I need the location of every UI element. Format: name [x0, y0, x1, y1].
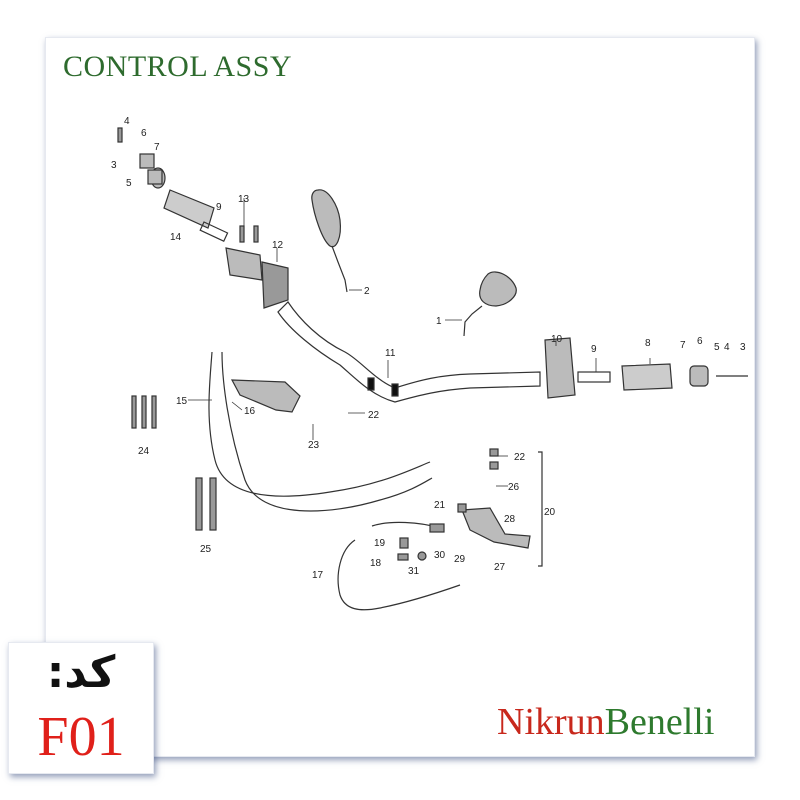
part-label-22b: 22 — [514, 452, 526, 463]
connector-22b — [489, 461, 499, 470]
left-switch-housing — [225, 247, 263, 281]
cable-15 — [208, 351, 431, 497]
clamp-24 — [131, 395, 137, 429]
part-label-7: 7 — [154, 142, 160, 153]
part-label-1: 1 — [436, 316, 442, 327]
handlebar-band-2 — [391, 383, 399, 397]
cable-16 — [221, 351, 433, 512]
left-grip — [163, 189, 215, 229]
brand-name-benelli: Benelli — [604, 701, 715, 743]
part-label-6b: 6 — [697, 336, 703, 347]
part-label-4: 4 — [124, 116, 130, 127]
part-label-27: 27 — [494, 562, 506, 573]
group-bracket-20 — [538, 451, 543, 567]
part-label-8: 8 — [645, 338, 651, 349]
bolt-13b — [253, 225, 259, 243]
part-18 — [397, 553, 409, 561]
part-label-2: 2 — [364, 286, 370, 297]
leader-lines — [188, 198, 651, 487]
left-mirror — [311, 189, 341, 248]
part-label-28: 28 — [504, 514, 516, 525]
brand-logo: NikrunBenelli — [497, 700, 714, 744]
left-mirror-stem — [331, 245, 348, 293]
part-label-5: 5 — [126, 178, 132, 189]
bolt-4 — [117, 127, 123, 143]
diagram-frame — [45, 37, 755, 757]
part-number-labels: 1 2 3 4 5 6 7 3 4 5 6 7 8 9 9 10 11 12 1… — [111, 116, 746, 581]
code-value: F01 — [37, 706, 125, 768]
part-label-26: 26 — [508, 482, 520, 493]
part-label-22: 22 — [368, 410, 380, 421]
part-label-23: 23 — [308, 440, 320, 451]
part-label-6: 6 — [141, 128, 147, 139]
code-box: کد: F01 — [8, 642, 154, 774]
clamp-25b — [209, 477, 217, 531]
bolt-21 — [457, 503, 467, 513]
part-19 — [399, 537, 409, 549]
right-throttle-pipe — [577, 371, 611, 383]
right-grip — [621, 363, 673, 391]
part-label-13: 13 — [238, 194, 250, 205]
part-label-12: 12 — [272, 240, 284, 251]
part-label-30: 30 — [434, 550, 446, 561]
part-label-9: 9 — [216, 202, 222, 213]
clamp-25 — [195, 477, 203, 531]
part-label-17: 17 — [312, 570, 324, 581]
washer-31 — [417, 551, 427, 561]
page-title: CONTROL ASSY — [63, 50, 293, 83]
part-label-16: 16 — [244, 406, 256, 417]
part-label-11: 11 — [385, 348, 396, 359]
part-label-20: 20 — [544, 507, 556, 518]
brand-name-nikrun: Nikrun — [497, 701, 605, 743]
brake-master-assembly — [461, 507, 531, 549]
bolt-13a — [239, 225, 245, 243]
left-grip-pipe — [199, 221, 229, 242]
part-label-4b: 4 — [724, 342, 730, 353]
part-label-14: 14 — [170, 232, 182, 243]
clamp-24c — [151, 395, 157, 429]
handlebar — [277, 301, 541, 403]
connector-22a — [489, 448, 499, 457]
right-switch-housing — [544, 337, 576, 399]
part-label-18: 18 — [370, 558, 382, 569]
clutch-lever-assembly — [230, 379, 301, 413]
part-label-21: 21 — [434, 500, 446, 511]
right-mirror-stem — [463, 305, 483, 337]
part-label-5b: 5 — [714, 342, 720, 353]
right-mirror — [479, 271, 517, 307]
part-30 — [429, 523, 445, 533]
cable-17 — [337, 539, 461, 611]
part-label-15: 15 — [176, 396, 188, 407]
part-label-31: 31 — [408, 566, 420, 577]
part-label-7b: 7 — [680, 340, 686, 351]
part-label-3: 3 — [111, 160, 117, 171]
part-label-24: 24 — [138, 446, 150, 457]
collar-6 — [139, 153, 155, 169]
handlebar-band-1 — [367, 377, 375, 391]
part-label-9b: 9 — [591, 344, 597, 355]
part-label-10: 10 — [551, 334, 563, 345]
clamp-24b — [141, 395, 147, 429]
code-label: کد: — [46, 647, 116, 698]
collar-7 — [147, 169, 163, 185]
left-switch-block — [261, 261, 289, 309]
right-bar-end — [689, 365, 709, 387]
part-label-3b: 3 — [740, 342, 746, 353]
part-label-29: 29 — [454, 554, 466, 565]
part-label-25: 25 — [200, 544, 212, 555]
part-label-19: 19 — [374, 538, 386, 549]
